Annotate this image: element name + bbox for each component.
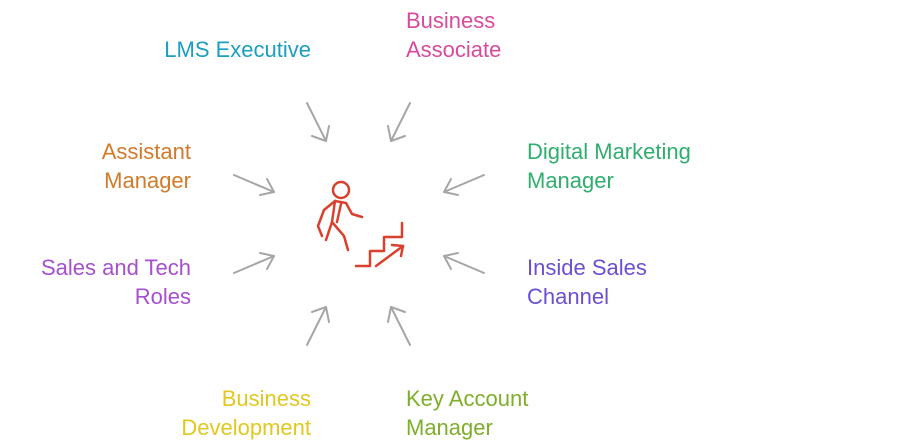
person-climbing-stairs-icon xyxy=(316,180,405,268)
role-label-business-development: Business Development xyxy=(181,386,311,440)
arrow-business-associate xyxy=(387,102,411,142)
arrow-inside-sales xyxy=(443,252,485,274)
role-label-lms-executive: LMS Executive xyxy=(164,37,311,62)
arrow-assistant-manager xyxy=(233,174,275,196)
role-label-business-associate: Business Associate xyxy=(406,8,502,62)
arrows-group xyxy=(233,102,485,346)
arrow-business-development xyxy=(306,306,330,346)
arrow-digital-marketing xyxy=(443,174,485,196)
arrow-lms xyxy=(306,102,330,142)
role-label-sales-and-tech-roles: Sales and Tech Roles xyxy=(40,255,191,309)
role-label-digital-marketing-manager: Digital Marketing Manager xyxy=(527,139,691,193)
role-label-key-account-manager: Key Account Manager xyxy=(406,386,529,440)
role-label-inside-sales-channel: Inside Sales Channel xyxy=(527,255,647,309)
role-label-assistant-manager: Assistant Manager xyxy=(101,139,191,193)
arrow-key-account xyxy=(387,306,411,346)
arrow-sales-tech xyxy=(233,252,275,274)
